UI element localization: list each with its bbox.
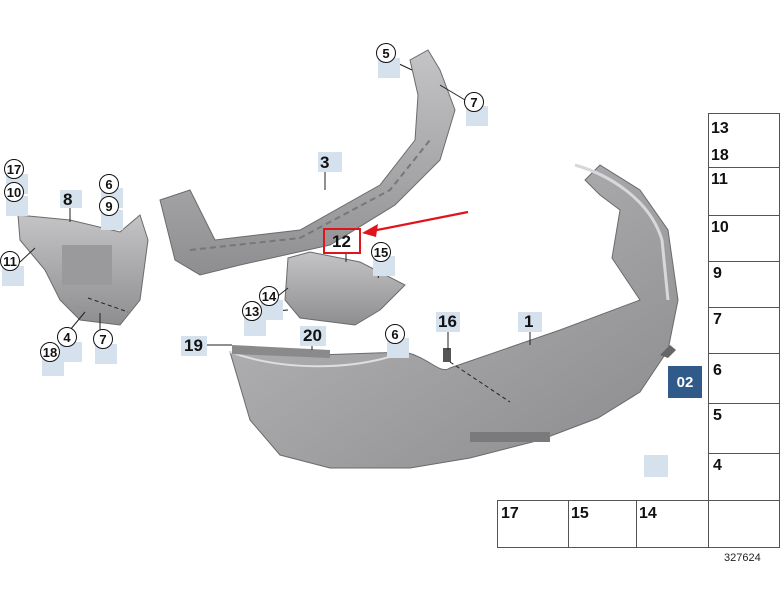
part-label-3: 3 [320,153,330,172]
hardware-cell[interactable]: 14 [636,501,709,547]
callout-9: 9 [99,196,119,216]
cell-number: 17 [501,505,519,522]
label-bg [2,266,24,286]
callout-10: 10 [4,182,24,202]
callout-13: 13 [242,301,262,321]
reference-number: 327624 [724,552,761,564]
part-label-16: 16 [438,312,457,331]
callout-15: 15 [371,242,391,262]
callout-11: 11 [0,251,20,271]
bumper-cover [229,164,679,469]
callout-6-left: 6 [99,174,119,194]
cell-number: 6 [713,362,722,379]
hardware-panel: 13 18 11 10 9 7 6 5 4 [708,113,780,503]
clip-16 [443,348,451,362]
hardware-cell[interactable]: 17 [498,501,569,547]
bumper-carrier [159,49,456,276]
hardware-cell[interactable]: 11 [709,168,779,216]
label-bg [60,190,82,208]
callout-5: 5 [376,43,396,63]
trim-strip [232,345,330,358]
part-label-19: 19 [184,336,203,355]
hardware-cell[interactable]: 10 [709,216,779,262]
hardware-cell[interactable]: 13 18 [709,114,779,168]
next-cell[interactable] [708,501,779,547]
part-label-12: 12 [332,232,351,251]
part-label-8: 8 [63,190,73,209]
label-bg [436,312,460,332]
cell-number: 10 [711,219,729,236]
cell-number: 4 [713,457,722,474]
part-label-20: 20 [303,326,322,345]
highlight-box [323,228,361,254]
callout-14: 14 [259,286,279,306]
highlight-arrow [371,210,469,233]
cell-number: 11 [711,171,728,188]
hardware-cell[interactable]: 6 [709,354,779,404]
label-bg [518,312,542,332]
label-bg [644,455,668,477]
callout-4: 4 [57,327,77,347]
label-bg [95,344,117,364]
hardware-cell[interactable]: 4 [709,454,779,502]
badge-02[interactable]: 02 [668,366,702,398]
hardware-cell[interactable]: 7 [709,308,779,354]
label-bg [300,326,326,346]
cell-number: 7 [713,311,722,328]
label-bg [181,336,207,356]
hardware-cell[interactable]: 15 [568,501,637,547]
cell-number: 9 [713,265,722,282]
callout-18: 18 [40,342,60,362]
cell-number: 14 [639,505,657,522]
callout-17: 17 [4,159,24,179]
callout-7-upper: 7 [464,92,484,112]
hardware-cell[interactable]: 9 [709,262,779,308]
label-bg [378,58,400,78]
hardware-cell[interactable]: 5 [709,404,779,454]
label-bg [318,152,342,172]
label-bg [60,342,82,362]
cell-number: 5 [713,407,722,424]
callout-6: 6 [385,324,405,344]
cell-number: 18 [711,147,729,164]
label-bg [244,316,266,336]
cell-number: 15 [571,505,589,522]
callout-7-lower: 7 [93,329,113,349]
part-label-1: 1 [524,312,534,331]
hardware-panel-bottom: 17 15 14 [497,500,780,548]
cell-number: 13 [711,120,729,137]
